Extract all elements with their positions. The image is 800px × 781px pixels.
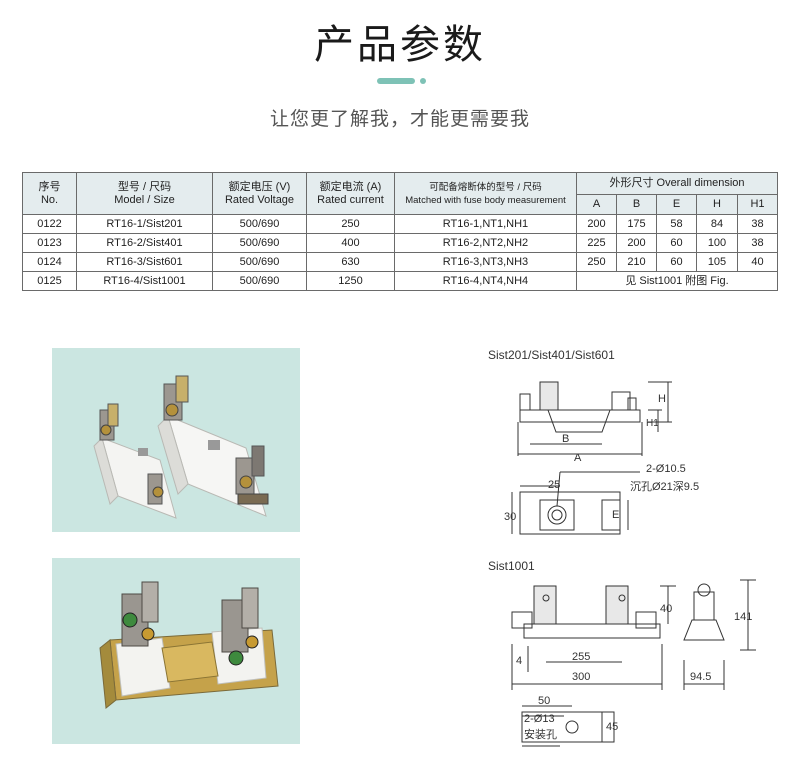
drawing-title-sist1001: Sist1001 bbox=[488, 559, 535, 573]
sist1001-side-view bbox=[683, 579, 756, 690]
header-current-cn: 额定电流 (A) bbox=[319, 180, 382, 193]
cell-no: 0124 bbox=[22, 252, 77, 272]
sist1001-illustration bbox=[99, 581, 279, 709]
cell-voltage: 500/690 bbox=[212, 233, 307, 253]
label-d45: 45 bbox=[606, 721, 618, 733]
header-matched-en: Matched with fuse body measurement bbox=[405, 194, 566, 206]
header-matched-cn: 可配备熔断体的型号 / 尺码 bbox=[429, 181, 542, 193]
label-d50: 50 bbox=[538, 695, 550, 707]
cell-no: 0123 bbox=[22, 233, 77, 253]
cell-dim-e: 58 bbox=[656, 214, 697, 234]
header-dim-b: B bbox=[616, 194, 657, 215]
header-model: 型号 / 尺码 Model / Size bbox=[76, 172, 213, 215]
header-current: 额定电流 (A) Rated current bbox=[306, 172, 395, 215]
header-voltage-cn: 额定电压 (V) bbox=[228, 180, 291, 193]
table-row: 0122 RT16-1/Sist201 500/690 250 RT16-1,N… bbox=[22, 214, 778, 234]
cell-dim-h1: 38 bbox=[737, 233, 778, 253]
sist-small-bottom-view bbox=[511, 471, 640, 535]
spec-table: 序号 No. 型号 / 尺码 Model / Size 额定电压 (V) Rat… bbox=[22, 172, 778, 291]
label-b: B bbox=[562, 433, 569, 445]
label-d40: 40 bbox=[660, 603, 672, 615]
accent-bar bbox=[377, 78, 415, 84]
drawing-title-sist-small: Sist201/Sist401/Sist601 bbox=[488, 348, 615, 362]
cell-current: 400 bbox=[306, 233, 395, 253]
cell-no: 0125 bbox=[22, 271, 77, 291]
label-d141: 141 bbox=[734, 611, 752, 623]
sist1001-front-view bbox=[511, 585, 676, 690]
cell-model: RT16-4/Sist1001 bbox=[76, 271, 213, 291]
header-no-en: No. bbox=[40, 193, 59, 206]
cell-dim-h1: 40 bbox=[737, 252, 778, 272]
label-holes: 2-Ø13 bbox=[524, 713, 555, 725]
label-d255: 255 bbox=[572, 651, 590, 663]
page-subtitle: 让您更了解我，才能更需要我 bbox=[269, 108, 530, 130]
cell-voltage: 500/690 bbox=[212, 271, 307, 291]
header-dim-h: H bbox=[696, 194, 738, 215]
cell-dim-a: 200 bbox=[576, 214, 617, 234]
cell-dim-a: 225 bbox=[576, 233, 617, 253]
header-model-en: Model / Size bbox=[114, 193, 175, 206]
cell-dim-note: 见 Sist1001 附图 Fig. bbox=[576, 271, 778, 291]
page-title: 产品参数 bbox=[314, 22, 486, 68]
product-photo-small-bases bbox=[52, 348, 300, 532]
label-mount: 安装孔 bbox=[524, 727, 557, 741]
product-photo-sist1001 bbox=[52, 558, 300, 744]
label-d300: 300 bbox=[572, 671, 590, 683]
label-e: E bbox=[612, 509, 619, 521]
sist1001-bottom-view bbox=[521, 705, 615, 747]
fuse-base-illustration bbox=[93, 375, 269, 519]
label-d30: 30 bbox=[504, 511, 516, 523]
label-h: H bbox=[658, 393, 666, 405]
label-a: A bbox=[574, 452, 582, 464]
header-voltage-en: Rated Voltage bbox=[224, 193, 295, 206]
cell-current: 1250 bbox=[306, 271, 395, 291]
cell-dim-b: 200 bbox=[616, 233, 657, 253]
label-d25: 25 bbox=[548, 479, 560, 491]
header-current-en: Rated current bbox=[317, 193, 384, 206]
table-row: 0125 RT16-4/Sist1001 500/690 1250 RT16-4… bbox=[22, 271, 778, 291]
header-matched: 可配备熔断体的型号 / 尺码 Matched with fuse body me… bbox=[394, 172, 577, 215]
label-hole: 2-Ø10.5 bbox=[646, 463, 686, 475]
label-counterbore: 沉孔Ø21深9.5 bbox=[630, 480, 699, 493]
label-d94: 94.5 bbox=[690, 671, 711, 683]
cell-model: RT16-1/Sist201 bbox=[76, 214, 213, 234]
header-model-cn: 型号 / 尺码 bbox=[117, 180, 172, 193]
cell-dim-b: 210 bbox=[616, 252, 657, 272]
header-dim-h1: H1 bbox=[737, 194, 778, 215]
label-d4: 4 bbox=[516, 655, 522, 667]
cell-no: 0122 bbox=[22, 214, 77, 234]
header-no-cn: 序号 bbox=[38, 180, 61, 193]
header-no: 序号 No. bbox=[22, 172, 77, 215]
label-h1: H1 bbox=[646, 418, 659, 429]
header-dimension: 外形尺寸 Overall dimension bbox=[576, 172, 778, 195]
sist-small-side-view bbox=[517, 381, 672, 456]
accent-dot bbox=[420, 78, 426, 84]
